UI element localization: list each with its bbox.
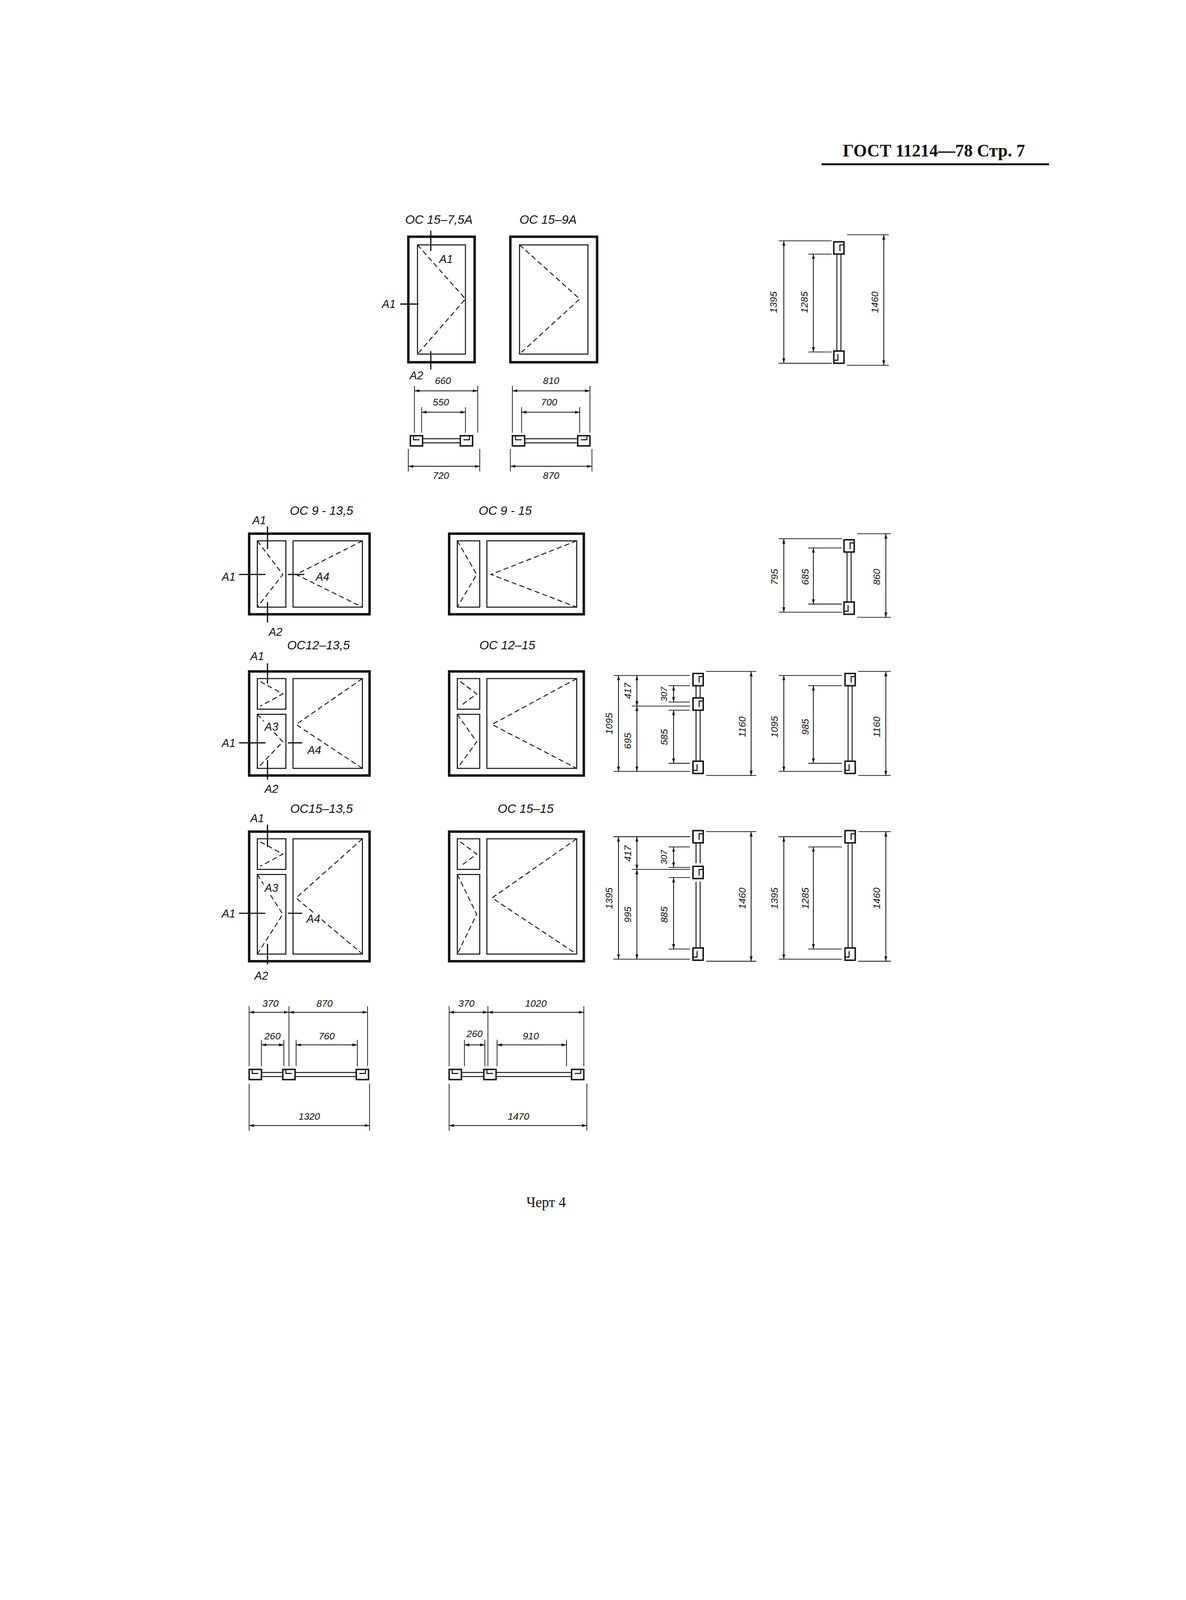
section-mark: А1 <box>249 650 265 662</box>
window-mark: ОС15–13,5 <box>290 802 353 815</box>
dimension-value: 1460 <box>737 887 747 910</box>
section-glass <box>261 254 853 1077</box>
dimension-value: 1460 <box>872 887 882 910</box>
page-header: ГОСТ 11214—78 Стр. 7 <box>842 142 1025 160</box>
dimension-value: 870 <box>316 998 334 1009</box>
dimension-value: 1285 <box>800 887 811 910</box>
dimension-value: 585 <box>659 728 670 746</box>
dimension-value: 720 <box>433 470 450 481</box>
section-mark: А1 <box>438 253 454 265</box>
dimension-value: 1320 <box>298 1111 320 1122</box>
section-mark: А2 <box>263 783 280 795</box>
dimension-value: 417 <box>622 682 633 700</box>
window-mark: ОС 12–15 <box>479 639 536 652</box>
section-mark: А1 <box>251 514 267 526</box>
dimension-value: 1395 <box>604 887 615 910</box>
window-mark: ОС 9 - 13,5 <box>290 504 354 517</box>
dimension-value: 1160 <box>872 716 882 738</box>
dimension-value: 1395 <box>768 291 779 313</box>
window-mark: ОС 15–9А <box>519 213 577 226</box>
dimension-value: 660 <box>434 376 452 386</box>
dimension-value: 1095 <box>769 716 780 738</box>
dimension-value: 417 <box>622 845 633 862</box>
dimension-value: 1395 <box>769 887 780 910</box>
dimension-value: 1470 <box>507 1111 530 1122</box>
dimension-value: 307 <box>660 850 669 865</box>
dimension-value: 860 <box>872 568 882 585</box>
section-mark: А1 <box>381 298 397 310</box>
dimension-value: 810 <box>543 376 560 386</box>
dimension-value: 260 <box>466 1029 483 1039</box>
dimension-lines <box>248 234 886 1126</box>
extension-lines <box>248 234 891 1131</box>
section-mark: А4 <box>305 913 321 925</box>
dimension-value: 995 <box>622 906 633 923</box>
dimension-value: 870 <box>543 470 560 481</box>
section-mark: А1 <box>249 812 265 824</box>
dimension-value: 370 <box>458 998 475 1009</box>
dimension-value: 760 <box>318 1030 335 1041</box>
dimension-value: 885 <box>659 906 670 923</box>
section-mark: А4 <box>314 571 331 583</box>
section-mark: А1 <box>220 737 237 749</box>
section-profiles <box>248 241 855 1080</box>
section-mark: А3 <box>263 721 280 733</box>
section-mark: А1 <box>220 908 237 920</box>
dimension-value: 1020 <box>525 998 547 1009</box>
dimension-value: 985 <box>800 718 811 735</box>
window-mark: ОС 15–15 <box>497 802 554 815</box>
dimension-value: 685 <box>800 568 811 585</box>
section-mark: А2 <box>253 970 270 982</box>
dimension-value: 1160 <box>737 716 747 738</box>
window-elevations <box>239 230 598 965</box>
dimension-value: 1460 <box>869 291 880 313</box>
dimension-value: 700 <box>540 397 558 408</box>
dimension-value: 260 <box>264 1030 281 1041</box>
dimension-value: 370 <box>262 998 279 1009</box>
dimension-value: 695 <box>622 732 633 750</box>
dimension-value: 1095 <box>604 712 615 735</box>
dimension-value: 307 <box>660 686 669 702</box>
section-mark: А2 <box>267 626 284 638</box>
window-mark: ОС 15–7,5А <box>404 213 473 226</box>
section-mark: А3 <box>263 882 280 894</box>
window-mark: ОС 9 - 15 <box>478 504 533 517</box>
section-mark: А2 <box>408 369 425 382</box>
figure-caption: Черт 4 <box>526 1195 567 1210</box>
dimension-value: 550 <box>433 397 450 408</box>
section-mark: А4 <box>306 744 322 756</box>
dimension-value: 1285 <box>799 291 810 313</box>
dimension-value: 795 <box>769 568 780 585</box>
section-mark: А1 <box>220 571 237 583</box>
dimension-value: 910 <box>522 1030 540 1041</box>
window-mark: ОС12–13,5 <box>287 639 350 652</box>
header-rule <box>821 163 1050 165</box>
